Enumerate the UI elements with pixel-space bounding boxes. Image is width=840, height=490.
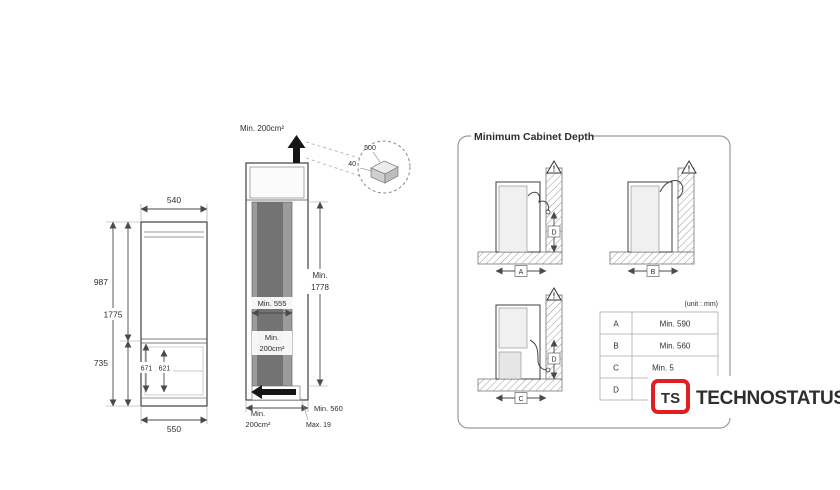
airflow-up-arrow-icon: [287, 135, 306, 163]
floor-hatch: [477, 378, 563, 392]
dim-width-bottom: 550: [140, 416, 208, 434]
floor-hatch: [477, 251, 563, 265]
dim-niche-height: Min. 1778: [305, 201, 336, 387]
detail-label-40: 40: [348, 161, 356, 168]
dim-box-c: C: [518, 396, 523, 403]
dim-label-671: 671: [141, 366, 153, 373]
dim-plinth-max: Max. 19: [300, 397, 331, 429]
unit-note: (unit : mm): [685, 301, 718, 308]
table-row-value: Min. 5: [652, 364, 674, 373]
vent-bottom-label-2: 200cm²: [245, 420, 271, 429]
table-row-label: A: [613, 320, 619, 329]
compressor-box: [498, 351, 522, 380]
dim-label-max19: Max. 19: [306, 422, 331, 429]
svg-text:!: !: [553, 165, 556, 174]
top-vent-box: [249, 166, 305, 199]
corner-detail: 500 40: [305, 140, 411, 194]
vent-mid-label: Min. 200cm²: [252, 331, 292, 355]
power-cord: [659, 180, 684, 199]
dim-label-987: 987: [94, 277, 108, 287]
dim-niche-depth-inner: Min. 555: [250, 297, 294, 317]
dim-label-540: 540: [167, 195, 181, 205]
vent-mid-label-1: Min.: [265, 333, 279, 342]
table-row-label: B: [613, 342, 618, 351]
brand-monogram: TS: [661, 390, 680, 407]
dim-box-d: D: [551, 357, 556, 364]
warning-icon: [546, 160, 562, 174]
fridge-front-outline: [140, 221, 208, 407]
floor-hatch: [609, 251, 695, 265]
outlet: [545, 209, 551, 215]
cabinet-diagram-b: ! B: [609, 160, 697, 277]
dim-label-735: 735: [94, 358, 108, 368]
vent-mid-label-2: 200cm²: [259, 344, 285, 353]
dim-label-min: Min.: [312, 271, 327, 280]
dim-width-top: 540: [140, 195, 208, 213]
dim-height-total: 1775: [98, 221, 128, 407]
cabinet-diagram-c: D ! C: [477, 287, 563, 404]
dim-label-621: 621: [159, 366, 171, 373]
table-row-value: Min. 590: [660, 320, 691, 329]
fridge-front-body: [140, 221, 208, 407]
dim-label-1778: 1778: [311, 283, 329, 292]
corner-cube-right: [384, 166, 399, 184]
dim-height-lower: 735: [94, 340, 132, 407]
power-cord: [529, 339, 548, 371]
dim-height-upper: 987: [94, 221, 132, 342]
warning-icon: [681, 160, 697, 174]
dim-box-a: A: [519, 269, 524, 276]
dim-label-560: Min. 560: [314, 404, 343, 413]
brand-logo: TS TECHNOSTATUS: [648, 376, 840, 418]
table-row-value: Min. 560: [660, 342, 691, 351]
svg-text:!: !: [553, 292, 556, 301]
vent-bottom-label-1: Min.: [251, 409, 265, 418]
side-view: Min. 200cm² Min. 200cm² Min. 1778 Min. 5…: [240, 124, 343, 429]
detail-label-500: 500: [364, 145, 376, 152]
dim-label-550: 550: [167, 424, 181, 434]
airflow-left-arrow-icon: [251, 385, 296, 399]
cabinet-depth-panel: Minimum Cabinet Depth D ! A !: [457, 129, 731, 429]
dim-depth-total: Min. 560: [245, 400, 343, 413]
table-row-label: C: [613, 364, 619, 373]
dim-label-555: Min. 555: [258, 299, 287, 308]
table-row-label: D: [613, 386, 619, 395]
dim-freezer-inner: 671 621: [138, 343, 173, 393]
outlet: [545, 367, 551, 373]
dim-box-b: B: [651, 269, 656, 276]
brand-logo-icon: [651, 379, 690, 414]
vent-top-label: Min. 200cm²: [240, 124, 284, 133]
depth-table: (unit : mm) A Min. 590 B Min. 560 C Min.…: [599, 301, 719, 401]
wall-hatch: [677, 167, 695, 253]
front-view: 540 1775 987 735 671 621 550: [94, 195, 208, 434]
dim-label-1775: 1775: [104, 310, 123, 320]
panel-title: Minimum Cabinet Depth: [474, 131, 594, 143]
warning-icon: [546, 287, 562, 301]
power-cord: [527, 191, 549, 212]
svg-text:!: !: [688, 165, 691, 174]
brand-wordmark: TECHNOSTATUS: [696, 388, 840, 409]
cabinet-diagram-a: D ! A: [477, 160, 563, 277]
dim-box-d: D: [551, 230, 556, 237]
